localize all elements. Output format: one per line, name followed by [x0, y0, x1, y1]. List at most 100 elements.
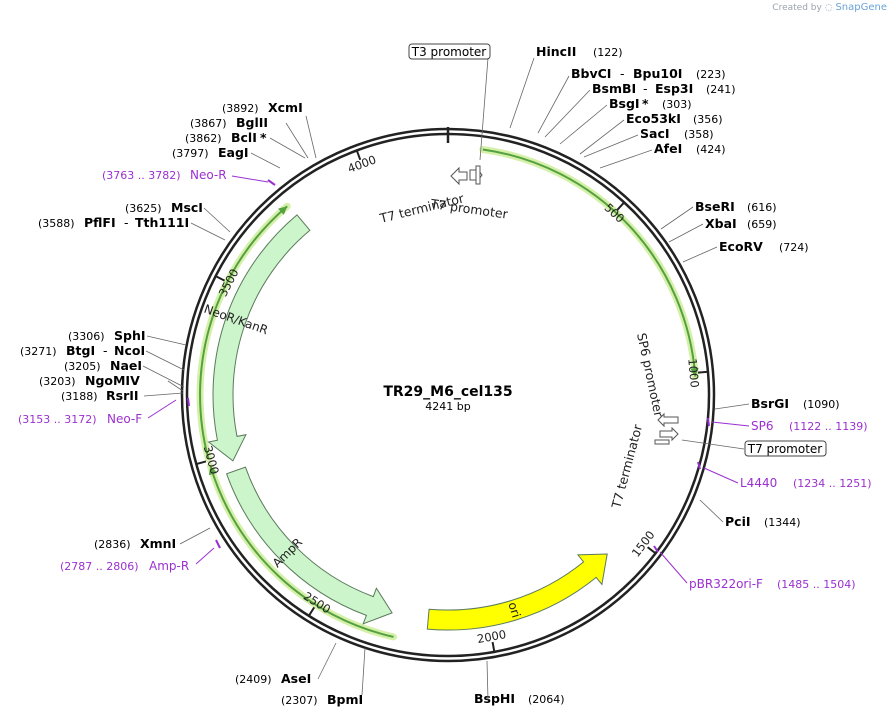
svg-text:EcoRV: EcoRV: [719, 239, 763, 254]
enzyme-btgi-ncoi: (3271)BtgI-NcoI: [20, 343, 145, 358]
boxed-label-t3-promoter: T3 promoter: [408, 43, 491, 60]
svg-text:SP6: SP6: [751, 419, 774, 433]
enzyme-saci: SacI(358): [640, 126, 714, 141]
svg-text:(724): (724): [779, 241, 809, 254]
enzyme-eco53ki: Eco53kI (356): [626, 111, 723, 126]
svg-text:(1234 .. 1251): (1234 .. 1251): [793, 477, 872, 490]
tick-mark-4000: [355, 150, 362, 161]
svg-text:SphI: SphI: [114, 328, 146, 343]
enzyme-hincii: HincII (122): [536, 44, 623, 59]
svg-text:(3763 .. 3782): (3763 .. 3782): [102, 169, 181, 182]
svg-text:BsgI: BsgI: [609, 96, 640, 111]
svg-text:Amp-R: Amp-R: [149, 559, 189, 573]
svg-text:(1090): (1090): [803, 398, 840, 411]
svg-text:XcmI: XcmI: [268, 100, 303, 115]
svg-text:(3862): (3862): [185, 132, 222, 145]
svg-text:(3797): (3797): [172, 147, 209, 160]
enzyme-asei: (2409)AseI: [235, 671, 311, 686]
enzyme-bcli: (3862)BclI*: [185, 130, 267, 145]
svg-text:T3 promoter: T3 promoter: [411, 45, 487, 59]
svg-text:BtgI: BtgI: [66, 343, 95, 358]
enzyme-sphi: (3306)SphI: [68, 328, 146, 343]
svg-text:BsrGI: BsrGI: [751, 396, 789, 411]
primer-pbr322ori-f: pBR322ori-F(1485 .. 1504): [689, 577, 856, 591]
svg-text:(122): (122): [593, 46, 623, 59]
enzyme-ecorv: EcoRV (724): [719, 239, 809, 254]
svg-text:L4440: L4440: [740, 476, 777, 490]
svg-text:MscI: MscI: [171, 200, 203, 215]
svg-text:Eco53kI: Eco53kI: [626, 111, 681, 126]
svg-text:(2836): (2836): [94, 538, 131, 551]
orf-line-1: [209, 465, 394, 638]
svg-text:(2409): (2409): [235, 673, 272, 686]
svg-text:NgoMIV: NgoMIV: [85, 373, 140, 388]
orf-glow-0: [479, 146, 699, 381]
primer-neo-r: (3763 .. 3782)Neo-R: [102, 168, 227, 182]
svg-text:(223): (223): [696, 68, 726, 81]
feature-arrow-ori: [426, 553, 608, 631]
plasmid-size: 4241 bp: [425, 400, 470, 413]
svg-text:BpmI: BpmI: [327, 692, 363, 707]
svg-text:(3153 .. 3172): (3153 .. 3172): [18, 413, 97, 426]
tick-label-1000: 1000: [685, 358, 702, 388]
enzyme-bpmi: (2307) BpmI: [281, 692, 363, 707]
svg-text:(356): (356): [693, 113, 723, 126]
enzyme-bseri: BseRI(616): [695, 199, 777, 214]
svg-text:BspHI: BspHI: [474, 691, 515, 706]
svg-text:(3205): (3205): [64, 360, 101, 373]
svg-text:(3188): (3188): [61, 390, 98, 403]
svg-text:(3867): (3867): [190, 117, 227, 130]
primer-labels: (3763 .. 3782)Neo-R (3153 .. 3172)Neo-F …: [18, 168, 872, 591]
svg-text:AfeI: AfeI: [654, 141, 682, 156]
feature-arrow-ampr: [225, 466, 393, 625]
tick-label-2000: 2000: [476, 627, 507, 646]
tick-mark-2000: [491, 641, 496, 653]
feature-label-ori: ori: [505, 600, 523, 619]
enzyme-xbai: XbaI(659): [705, 216, 777, 231]
orf-line-2: [199, 205, 288, 460]
svg-text:BglII: BglII: [236, 115, 268, 130]
enzyme-rsrii: (3188) RsrII: [61, 388, 139, 403]
svg-text:T7 promoter: T7 promoter: [747, 442, 823, 456]
svg-text:(1122 .. 1139): (1122 .. 1139): [789, 420, 868, 433]
tick-mark-1000: [697, 370, 709, 374]
svg-text:PciI: PciI: [725, 514, 751, 529]
enzyme-msci: (3625) MscI: [125, 200, 203, 215]
svg-text:BbvCI: BbvCI: [571, 66, 611, 81]
primer-amp-r: (2787 .. 2806)Amp-R: [60, 559, 189, 573]
svg-text:*: *: [642, 96, 649, 111]
inner-label-t7-promoter-top: T7 promoter: [429, 196, 510, 222]
enzyme-bsphi: BspHI (2064): [474, 691, 565, 706]
svg-text:(2307): (2307): [281, 694, 318, 707]
svg-text:(2064): (2064): [528, 693, 565, 706]
orf-arrowhead-1: [208, 465, 217, 476]
enzyme-pcii: PciI(1344): [725, 514, 801, 529]
orf-arrowhead-0: [690, 367, 699, 377]
enzyme-pflfi-tth111i: (3588)PflFI-Tth111I: [38, 215, 189, 230]
svg-text:HincII: HincII: [536, 44, 576, 59]
primer-neo-f: (3153 .. 3172) Neo-F: [18, 412, 142, 426]
enzyme-ngomiv: (3203)NgoMIV: [39, 373, 140, 388]
primer-leader-lines: [147, 175, 750, 584]
enzyme-leader-lines: [142, 57, 750, 701]
svg-text:EagI: EagI: [218, 145, 249, 160]
boxed-label-t7-promoter: T7 promoter: [744, 440, 827, 457]
svg-text:RsrII: RsrII: [106, 388, 139, 403]
svg-text:(3625): (3625): [125, 202, 162, 215]
tick-mark-2500: [308, 606, 316, 617]
svg-text:(616): (616): [747, 201, 777, 214]
enzyme-xcmi: (3892)XcmI: [222, 100, 303, 115]
inner-label-t7-terminator-right: T7 terminator: [608, 422, 645, 511]
svg-text:(1485 .. 1504): (1485 .. 1504): [777, 578, 856, 591]
tick-label-4000: 4000: [346, 152, 378, 175]
svg-text:Esp3I: Esp3I: [655, 81, 693, 96]
svg-text:NcoI: NcoI: [114, 343, 145, 358]
svg-text:XmnI: XmnI: [140, 536, 176, 551]
sp6-t7-promoter-glyphs: [654, 412, 679, 445]
feature-arrow-neor-kanr: [207, 214, 311, 462]
svg-text:(659): (659): [747, 218, 777, 231]
svg-text:(424): (424): [696, 143, 726, 156]
svg-text:(241): (241): [706, 83, 736, 96]
svg-text:Neo-F: Neo-F: [107, 412, 142, 426]
